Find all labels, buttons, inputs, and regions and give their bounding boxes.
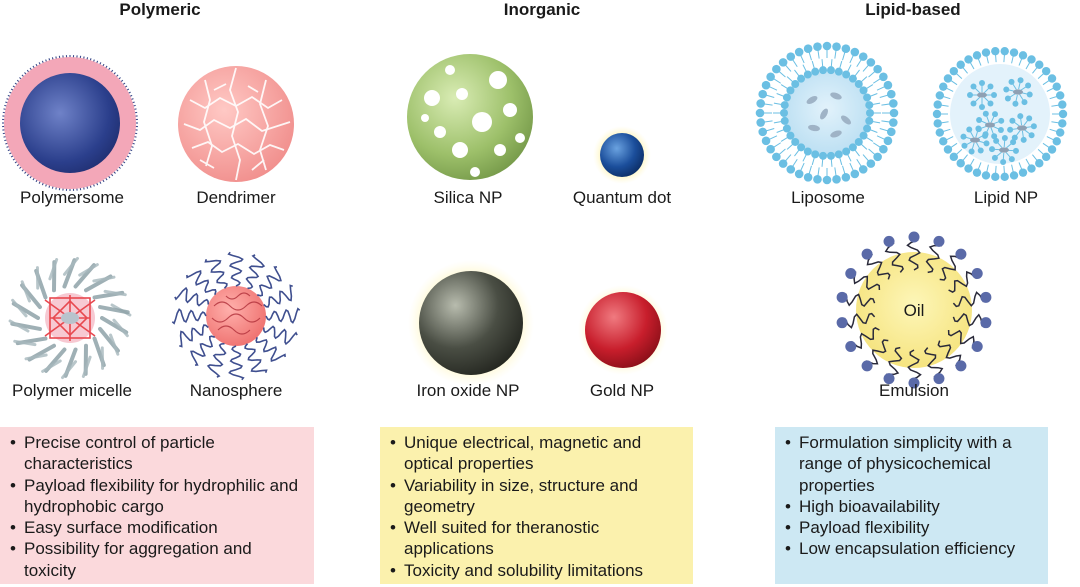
label-liposome: Liposome: [791, 188, 865, 207]
list-item: Variability in size, structure and geome…: [390, 475, 683, 518]
emulsion-core-label: Oil: [904, 301, 925, 320]
lipid-based-properties-box: Formulation simplicity with a range of p…: [775, 427, 1048, 584]
list-item: Easy surface modification: [10, 517, 304, 539]
label-emulsion: Emulsion: [879, 381, 949, 400]
list-item: Unique electrical, magnetic and optical …: [390, 432, 683, 475]
emulsion-icon: Oil: [836, 231, 992, 389]
label-iron-oxide-np: Iron oxide NP: [416, 381, 520, 400]
label-polymersome: Polymersome: [20, 188, 124, 207]
list-item: Payload flexibility for hydrophilic and …: [10, 475, 304, 518]
list-item: Well suited for theranostic applications: [390, 517, 683, 560]
dendrimer-icon: [178, 66, 294, 182]
list-item: Precise control of particle characterist…: [10, 432, 304, 475]
label-lipid-np: Lipid NP: [973, 188, 1039, 207]
list-item: Payload flexibility: [785, 517, 1038, 539]
polymersome-icon: [2, 55, 138, 191]
label-polymer-micelle: Polymer micelle: [12, 381, 132, 400]
iron-oxide-np-icon: [408, 260, 534, 386]
quantum-dot-icon: [593, 126, 651, 184]
label-quantum-dot: Quantum dot: [572, 188, 672, 207]
list-item: Low encapsulation efficiency: [785, 538, 1038, 560]
liposome-icon: [755, 41, 899, 185]
heading-lipid-based: Lipid-based: [865, 0, 961, 19]
lipid-np-icon: [932, 46, 1068, 182]
inorganic-properties-box: Unique electrical, magnetic and optical …: [380, 427, 693, 584]
list-item: High bioavailability: [785, 496, 1038, 518]
gold-np-icon: [578, 285, 668, 375]
list-item: Formulation simplicity with a range of p…: [785, 432, 1038, 496]
list-item: Toxicity and solubility limitations: [390, 560, 683, 582]
label-dendrimer: Dendrimer: [196, 188, 276, 207]
polymer-micelle-icon: [8, 256, 132, 380]
nanoparticle-illustrations: Oil: [2, 41, 1068, 389]
label-silica-np: Silica NP: [433, 188, 503, 207]
list-item: Possibility for aggregation and toxicity: [10, 538, 304, 581]
label-nanosphere: Nanosphere: [189, 381, 283, 400]
polymeric-properties-box: Precise control of particle characterist…: [0, 427, 314, 584]
heading-polymeric: Polymeric: [119, 0, 201, 19]
label-gold-np: Gold NP: [589, 381, 655, 400]
nanosphere-icon: [171, 251, 301, 381]
heading-inorganic: Inorganic: [503, 0, 581, 19]
silica-np-icon: [407, 54, 533, 180]
